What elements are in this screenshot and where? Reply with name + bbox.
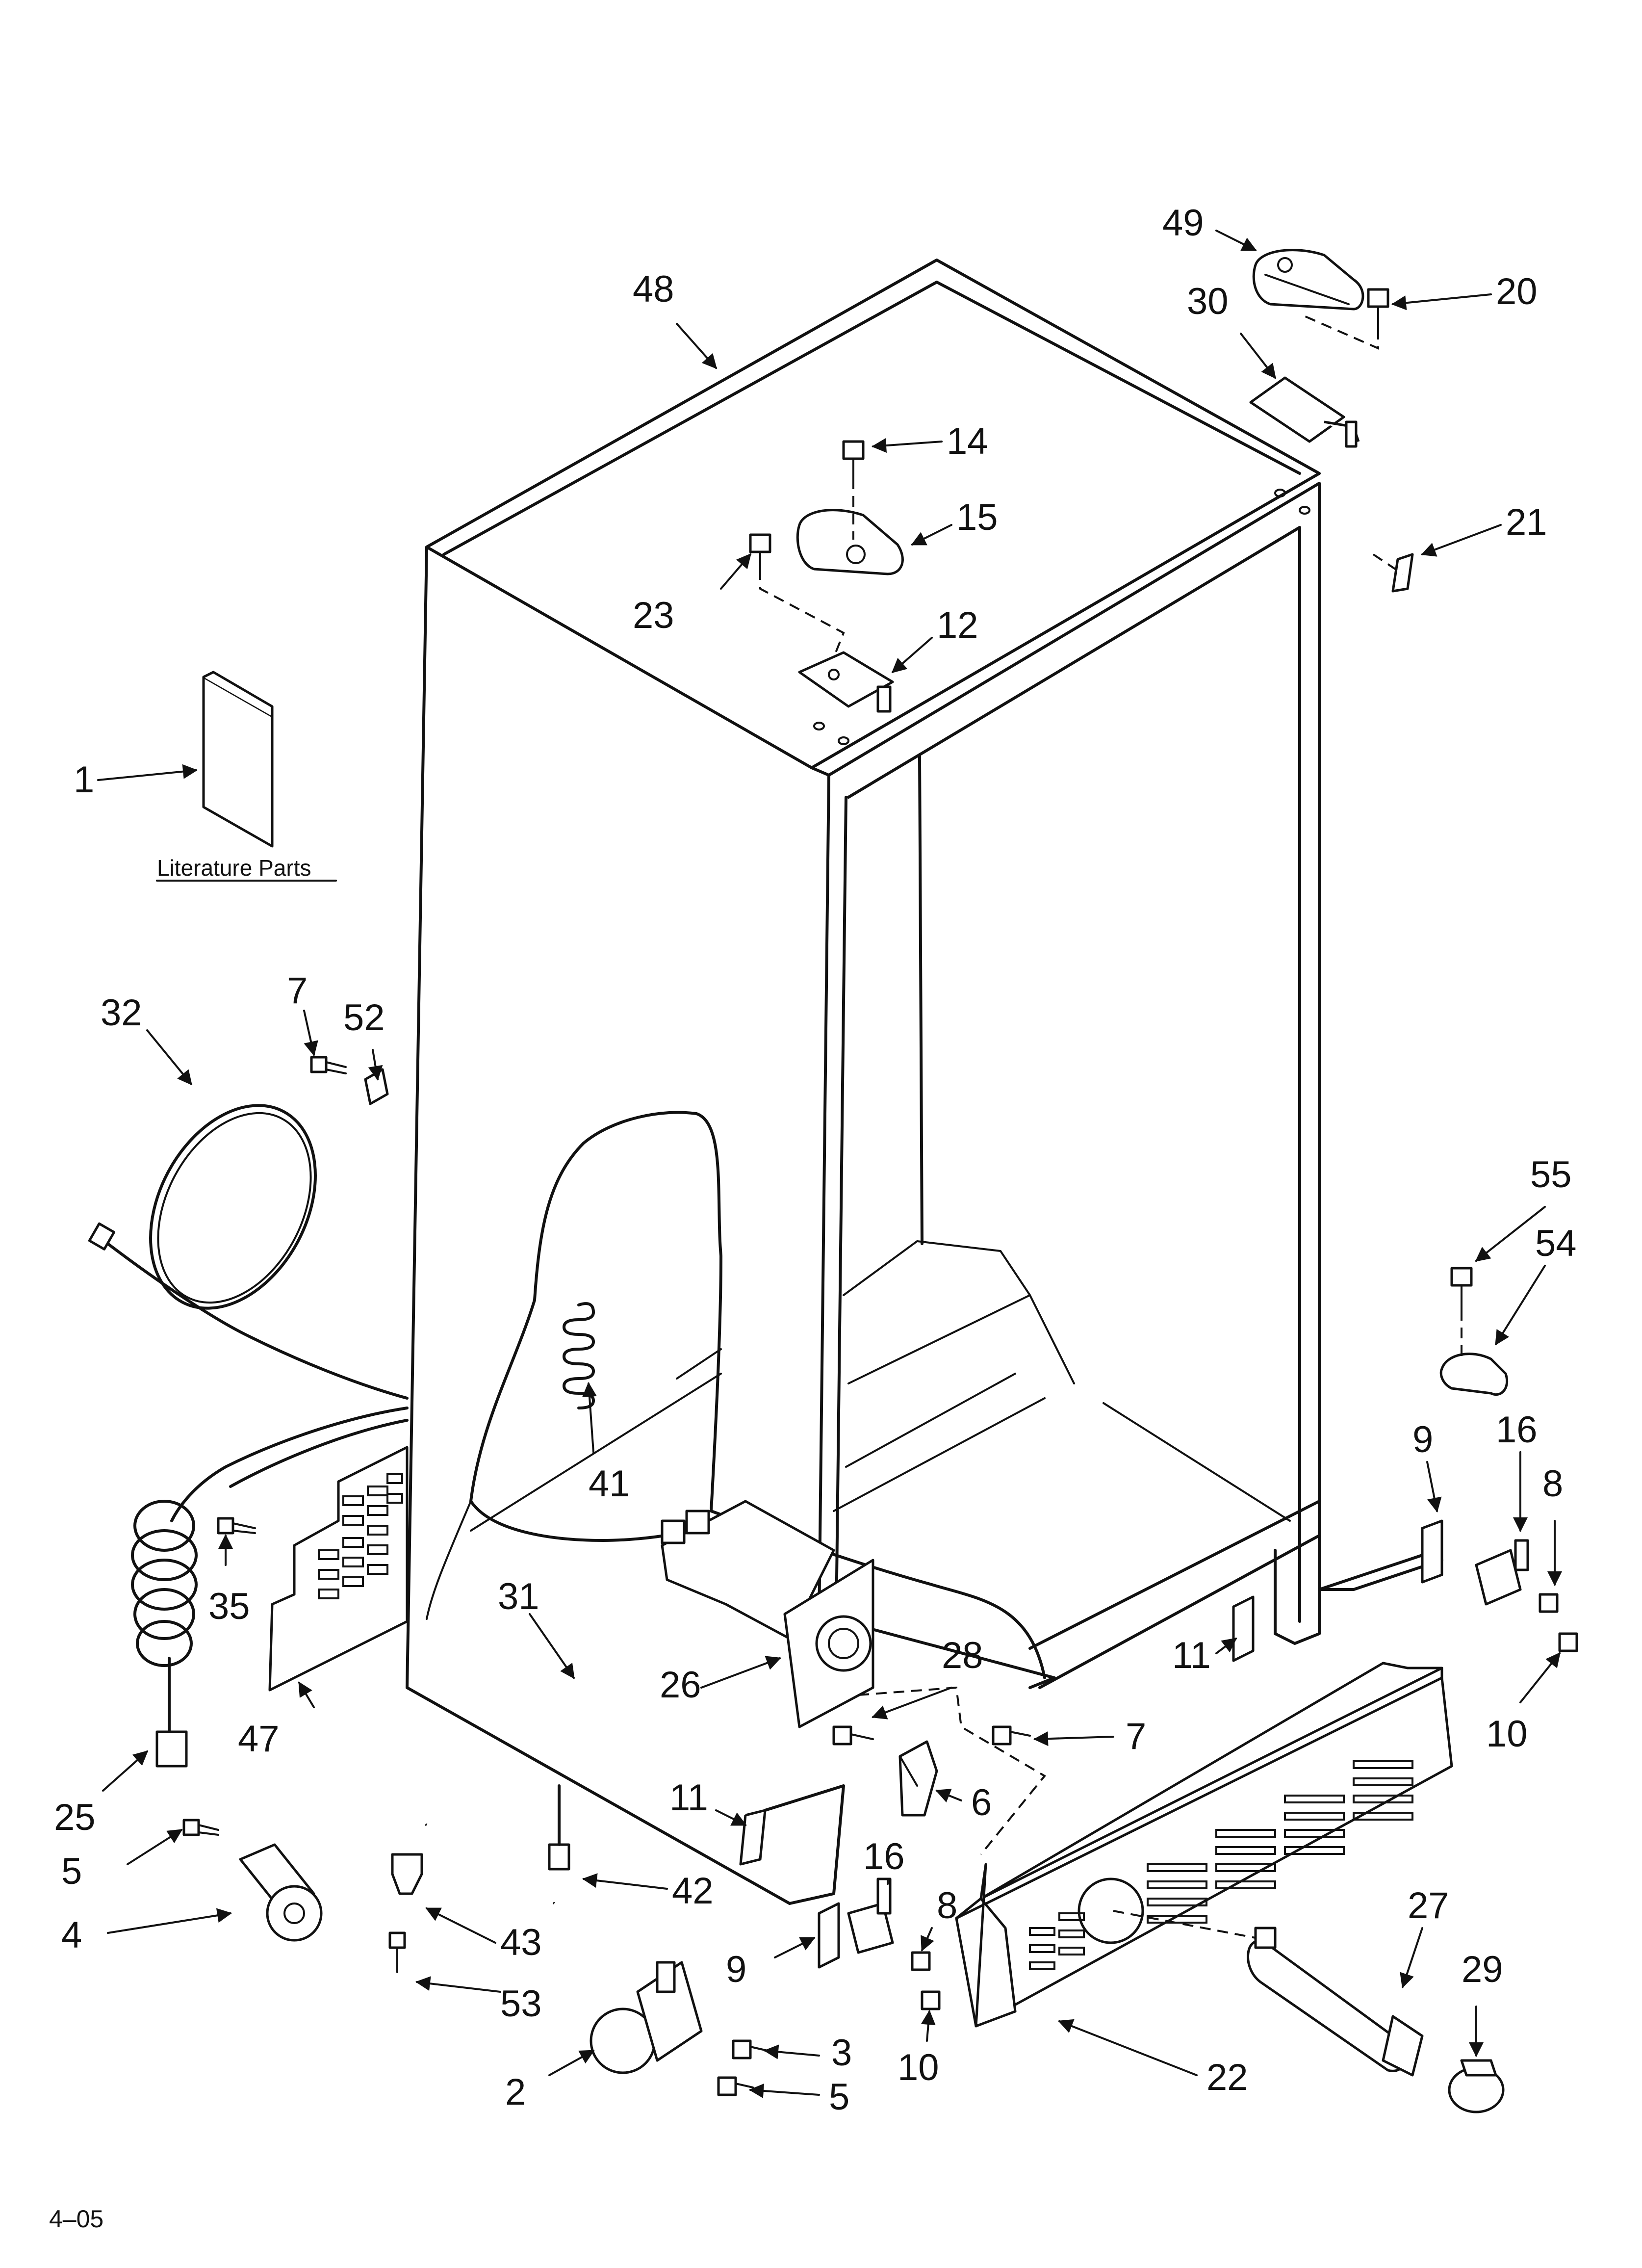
callout-1: 1 — [74, 759, 94, 801]
callout-8: 8 — [937, 1885, 957, 1927]
callout-29: 29 — [1462, 1949, 1503, 1990]
screw-5-left — [182, 1819, 219, 1836]
roller-4 — [239, 1843, 323, 1942]
callout-2: 2 — [505, 2071, 526, 2113]
callout-49: 49 — [1162, 202, 1204, 244]
water-filter-27 — [1247, 1927, 1424, 2077]
callout-55: 55 — [1530, 1154, 1572, 1196]
callout-53: 53 — [500, 1983, 542, 2025]
callout-5: 5 — [61, 1851, 82, 1892]
screw-28 — [832, 1725, 874, 1746]
callout-30: 30 — [1187, 281, 1229, 322]
callout-10: 10 — [898, 2047, 939, 2088]
roller-bracket-2 — [590, 1961, 703, 2074]
callout-25: 25 — [54, 1797, 96, 1838]
literature-pack — [202, 671, 274, 848]
callout-11: 11 — [1172, 1635, 1211, 1676]
mounting-holes — [813, 489, 1310, 745]
auger-housing — [661, 1500, 874, 1728]
screw-23 — [749, 533, 771, 570]
filter-cap-29 — [1448, 2059, 1505, 2113]
cabinet — [406, 259, 1443, 1905]
screw-3 — [732, 2039, 769, 2059]
callout-52: 52 — [343, 997, 385, 1039]
callout-31: 31 — [498, 1576, 539, 1617]
literature-parts-label: Literature Parts — [157, 855, 311, 881]
callout-7: 7 — [1126, 1716, 1146, 1757]
callout-47: 47 — [238, 1718, 280, 1760]
callout-43: 43 — [500, 1922, 542, 1963]
callout-41: 41 — [589, 1463, 630, 1505]
callout-5: 5 — [829, 2076, 849, 2118]
callout-16: 16 — [863, 1836, 905, 1877]
hinge-16-bottom — [847, 1877, 894, 1954]
clamp-43 — [391, 1853, 423, 1895]
callout-15: 15 — [956, 496, 998, 538]
screw-53 — [388, 1931, 406, 1973]
screw-8-right — [1539, 1593, 1559, 1613]
bracket-6 — [898, 1740, 938, 1817]
hinge-plate-9-bottom — [818, 1902, 840, 1969]
screw-7-top — [310, 1056, 347, 1074]
callout-12: 12 — [937, 604, 978, 646]
callout-9: 9 — [726, 1949, 746, 1990]
hinge-30 — [1249, 376, 1360, 448]
callout-16: 16 — [1496, 1409, 1538, 1451]
callout-3: 3 — [831, 2032, 852, 2074]
hinge-16-right — [1475, 1539, 1529, 1606]
leader-lines — [97, 230, 1562, 2098]
callout-10: 10 — [1486, 1713, 1528, 1755]
callout-14: 14 — [947, 420, 988, 462]
hinge-plate-9-right — [1421, 1519, 1443, 1584]
hinge-12 — [798, 651, 894, 713]
screw-10-bottom — [921, 1990, 941, 2010]
alignment-lines — [759, 313, 1462, 1939]
callout-27: 27 — [1408, 1885, 1449, 1927]
callout-21: 21 — [1506, 501, 1547, 543]
hinge-plate-11-right — [1232, 1595, 1255, 1662]
callout-22: 22 — [1206, 2057, 1248, 2098]
screw-8-bottom — [911, 1951, 931, 1971]
callout-4: 4 — [61, 1914, 82, 1956]
screw-5-bottom — [717, 2076, 754, 2096]
screw-7-mid — [992, 1725, 1031, 1746]
callout-26: 26 — [660, 1664, 701, 1706]
screw-55 — [1450, 1267, 1473, 1311]
tube-31 — [468, 1641, 665, 1749]
access-cover — [268, 1446, 409, 1692]
callout-23: 23 — [633, 595, 674, 636]
callout-48: 48 — [633, 268, 674, 310]
screw-20 — [1367, 288, 1389, 330]
callout-labels: 1 2 3 4 5 5 6 7 7 8 8 9 9 10 10 11 11 12… — [49, 202, 1577, 2233]
power-cord — [131, 1407, 409, 1768]
water-line — [88, 1104, 409, 1400]
callout-11: 11 — [669, 1777, 708, 1819]
bracket-54 — [1439, 1353, 1509, 1396]
callout-32: 32 — [101, 992, 142, 1034]
callout-20: 20 — [1496, 271, 1538, 313]
hinge-cover-49 — [1252, 249, 1364, 311]
hinge-pin-21 — [1391, 553, 1414, 593]
spring-41 — [563, 1302, 595, 1409]
revision-code: 4–05 — [49, 2205, 103, 2233]
screw-14 — [842, 440, 865, 479]
callout-28: 28 — [942, 1635, 983, 1676]
callout-6: 6 — [971, 1782, 992, 1824]
callout-54: 54 — [1535, 1223, 1577, 1264]
hinge-cover-15 — [796, 509, 904, 575]
callout-7: 7 — [287, 970, 308, 1012]
callout-8: 8 — [1542, 1463, 1563, 1505]
base-grille — [955, 1662, 1453, 2028]
callout-42: 42 — [672, 1870, 714, 1912]
screw-10-right — [1558, 1632, 1578, 1652]
drain-tube — [425, 1784, 570, 1910]
callout-35: 35 — [208, 1586, 250, 1627]
callout-9: 9 — [1412, 1419, 1433, 1460]
screw-35 — [217, 1517, 256, 1535]
